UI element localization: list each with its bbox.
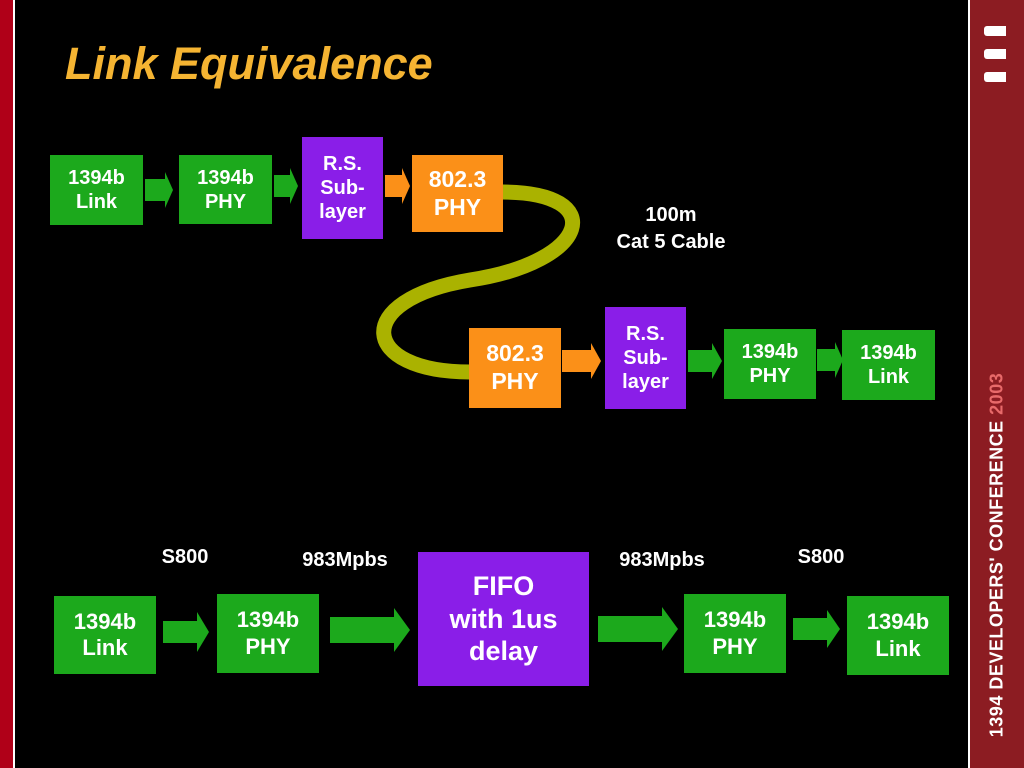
arrow-phy-to-link-lower — [793, 610, 840, 648]
ethernet-phy-box-bottom: 802.3 PHY — [469, 328, 561, 408]
rate-label-mbps-left: 983Mpbs — [302, 549, 388, 571]
arrow-phy-to-link-bottom — [817, 342, 843, 378]
link-box-top-right: 1394b Link — [842, 330, 935, 400]
cat5-cable — [376, 184, 581, 380]
fifo-box: FIFO with 1us delay — [418, 552, 589, 686]
phy-box-lower-left: 1394b PHY — [217, 594, 319, 673]
rate-label-s800-right: S800 — [797, 546, 845, 568]
cable-label: 100m Cat 5 Cable — [616, 204, 726, 253]
phy-box-lower-right: 1394b PHY — [684, 594, 786, 673]
right-sidebar — [970, 0, 1024, 768]
conference-logo — [984, 26, 1008, 95]
phy-box-top-right: 1394b PHY — [724, 329, 816, 399]
arrow-phy-to-rs-top — [274, 168, 298, 204]
left-frame-line — [13, 0, 15, 768]
slide-title: Link Equivalence — [65, 38, 433, 89]
link-box-top-left: 1394b Link — [50, 155, 143, 225]
ethernet-phy-box-top: 802.3 PHY — [412, 155, 503, 232]
rs-sublayer-box-bottom: R.S. Sub- layer — [605, 307, 686, 409]
rate-label-mbps-right: 983Mpbs — [619, 549, 705, 571]
link-box-lower-left: 1394b Link — [54, 596, 156, 674]
rs-sublayer-box-top: R.S. Sub- layer — [302, 137, 383, 239]
arrow-fifo-to-phy — [598, 607, 678, 651]
arrow-link-to-phy-lower — [163, 612, 209, 652]
rate-label-s800-left: S800 — [161, 546, 209, 568]
arrow-rs-to-phy-bottom — [688, 343, 722, 379]
phy-box-top-left: 1394b PHY — [179, 155, 272, 224]
arrow-rs-to-eth-top — [385, 168, 410, 204]
arrow-phy-to-fifo — [330, 608, 410, 652]
arrow-link-to-phy-top — [145, 172, 173, 208]
link-box-lower-right: 1394b Link — [847, 596, 949, 675]
left-frame-bar — [0, 0, 13, 768]
arrow-eth-to-rs-bottom — [562, 343, 601, 379]
right-frame-line — [968, 0, 970, 768]
